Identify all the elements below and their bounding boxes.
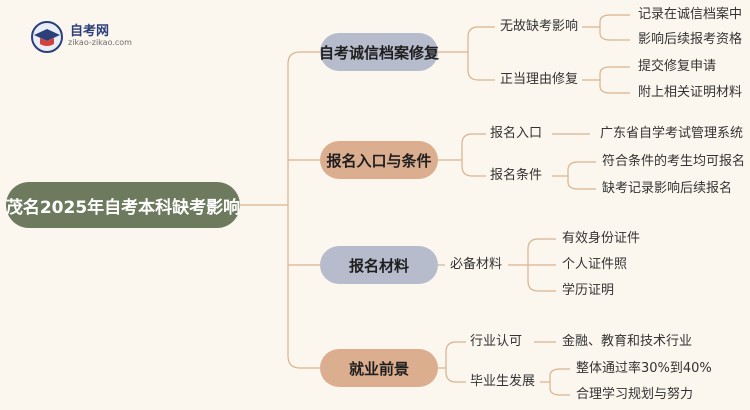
leaf-item: 附上相关证明材料 <box>638 85 743 100</box>
root-node: 茂名2025年自考本科缺考影响 <box>6 182 240 228</box>
branch-materials: 报名材料 <box>320 246 438 284</box>
leaf-item: 有效身份证件 <box>562 231 641 246</box>
branch-career: 就业前景 <box>320 349 438 387</box>
graduation-cap-icon <box>31 21 63 53</box>
leaf-item: 整体通过率30%到40% <box>576 361 712 376</box>
branch-registration: 报名入口与条件 <box>320 141 438 179</box>
leaf-item: 影响后续报考资格 <box>638 32 743 47</box>
logo-title: 自考网 <box>70 24 110 39</box>
sub-registration-conditions: 报名条件 <box>490 168 543 183</box>
logo-mark <box>28 18 66 60</box>
leaf-item: 合理学习规划与努力 <box>576 387 694 402</box>
leaf-item: 金融、教育和技术行业 <box>562 334 693 349</box>
sub-unexcused-absence: 无故缺考影响 <box>500 19 579 34</box>
leaf-item: 提交修复申请 <box>638 59 717 74</box>
sub-required-materials: 必备材料 <box>450 257 503 272</box>
leaf-item: 缺考记录影响后续报名 <box>602 181 733 196</box>
leaf-item: 广东省自学考试管理系统 <box>600 126 744 141</box>
leaf-item: 记录在诚信档案中 <box>638 7 743 22</box>
logo-url: zikao-zikao.com <box>68 38 132 47</box>
sub-graduate-development: 毕业生发展 <box>470 374 536 389</box>
leaf-item: 学历证明 <box>562 283 615 298</box>
leaf-item: 个人证件照 <box>562 257 628 272</box>
branch-integrity-repair: 自考诚信档案修复 <box>319 33 439 71</box>
sub-registration-portal: 报名入口 <box>490 126 543 141</box>
sub-justified-repair: 正当理由修复 <box>500 72 579 87</box>
leaf-item: 符合条件的考生均可报名 <box>602 154 746 169</box>
sub-industry-recognition: 行业认可 <box>470 334 523 349</box>
